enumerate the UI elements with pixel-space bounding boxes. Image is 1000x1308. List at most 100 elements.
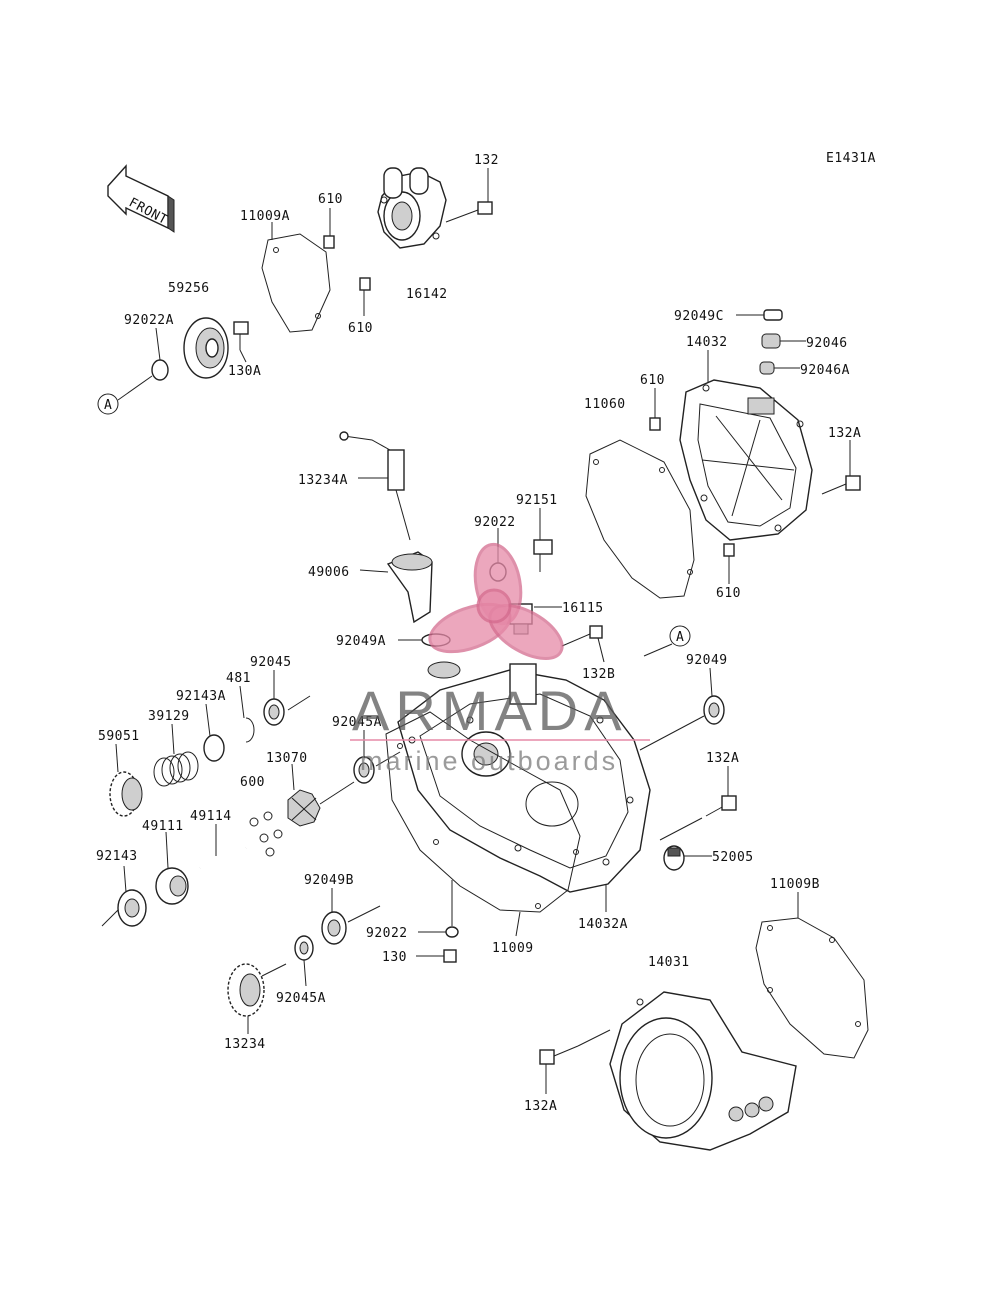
label-600: 600 bbox=[240, 775, 265, 790]
label-14031: 14031 bbox=[648, 955, 690, 970]
propeller-logo-icon bbox=[428, 542, 564, 660]
bearing-92045a-lower bbox=[294, 935, 314, 961]
watermark-brand: ARMADA bbox=[352, 679, 628, 742]
bolt-132 bbox=[445, 201, 493, 223]
label-132b: 132B bbox=[582, 667, 615, 682]
shaft-13234a bbox=[339, 431, 411, 541]
seal-92049c bbox=[763, 309, 783, 321]
gasket-11009a bbox=[261, 233, 331, 333]
collar-92046 bbox=[761, 333, 781, 349]
ref-marker-a-right-text: A bbox=[676, 630, 684, 645]
label-132a-bottom: 132A bbox=[524, 1099, 557, 1114]
bolt-130 bbox=[443, 949, 457, 963]
label-481: 481 bbox=[226, 671, 251, 686]
circlip-481 bbox=[245, 717, 255, 743]
bearing-92045a-upper bbox=[353, 756, 375, 784]
diagram-code: E1431A bbox=[826, 151, 876, 166]
label-92049b: 92049B bbox=[304, 873, 354, 888]
bolt-92151 bbox=[533, 539, 553, 572]
bolt-132a-bottom bbox=[539, 1045, 579, 1065]
bolt-130a bbox=[233, 321, 249, 350]
label-92049a: 92049A bbox=[336, 634, 386, 649]
label-39129: 39129 bbox=[148, 709, 190, 724]
spring-39129 bbox=[153, 751, 199, 787]
bolt-132a-top bbox=[821, 475, 861, 495]
collar-92046a bbox=[759, 361, 775, 375]
label-16142: 16142 bbox=[406, 287, 448, 302]
cover-14032 bbox=[679, 379, 813, 541]
part-49006 bbox=[386, 551, 433, 624]
washer-92022a bbox=[151, 359, 169, 381]
label-13234: 13234 bbox=[224, 1037, 266, 1052]
label-92049c: 92049C bbox=[674, 309, 724, 324]
ref-marker-a-left bbox=[97, 393, 119, 415]
gear-13234 bbox=[227, 963, 287, 1017]
label-92049: 92049 bbox=[686, 653, 728, 668]
label-610-right-lower: 610 bbox=[716, 586, 741, 601]
washer-92022-lower bbox=[445, 926, 459, 938]
label-59051: 59051 bbox=[98, 729, 140, 744]
label-92045a-upper: 92045A bbox=[332, 715, 382, 730]
bolt-132a-mid bbox=[705, 795, 737, 817]
label-59256: 59256 bbox=[168, 281, 210, 296]
label-610-upper: 610 bbox=[318, 192, 343, 207]
bearing-92049b bbox=[321, 911, 347, 945]
label-16115: 16115 bbox=[562, 601, 604, 616]
label-92046a: 92046A bbox=[800, 363, 850, 378]
label-92045a-lower: 92045A bbox=[276, 991, 326, 1006]
watermark-tagline: marine outboards bbox=[360, 746, 618, 776]
label-92022a: 92022A bbox=[124, 313, 174, 328]
front-arrow-icon: FRONT bbox=[107, 164, 175, 233]
dowel-610-right-upper bbox=[649, 417, 661, 431]
label-92045: 92045 bbox=[250, 655, 292, 670]
label-49114: 49114 bbox=[190, 809, 232, 824]
label-52005: 52005 bbox=[712, 850, 754, 865]
label-132a-mid: 132A bbox=[706, 751, 739, 766]
label-610-mid: 610 bbox=[348, 321, 373, 336]
label-11009: 11009 bbox=[492, 941, 534, 956]
label-14032: 14032 bbox=[686, 335, 728, 350]
label-49006: 49006 bbox=[308, 565, 350, 580]
label-130a: 130A bbox=[228, 364, 261, 379]
ref-marker-a-left-text: A bbox=[104, 398, 112, 413]
balls-600 bbox=[249, 811, 283, 857]
gasket-11060 bbox=[585, 439, 695, 599]
washer-92143a bbox=[203, 734, 225, 762]
label-92143: 92143 bbox=[96, 849, 138, 864]
watermark: ARMADA marine outboards bbox=[350, 542, 650, 776]
bearing-92045 bbox=[263, 698, 285, 726]
ref-marker-a-right bbox=[669, 625, 691, 647]
plug-52005 bbox=[663, 845, 685, 871]
label-92022-lower: 92022 bbox=[366, 926, 408, 941]
impeller-59256 bbox=[183, 317, 229, 379]
seal-92143 bbox=[117, 889, 147, 927]
pump-cover-16142 bbox=[377, 167, 447, 249]
label-14032a: 14032A bbox=[578, 917, 628, 932]
dowel-610-mid bbox=[359, 277, 371, 291]
label-130: 130 bbox=[382, 950, 407, 965]
label-49111: 49111 bbox=[142, 819, 184, 834]
generator-cover-14031 bbox=[609, 991, 797, 1151]
label-11009a: 11009A bbox=[240, 209, 290, 224]
label-13234a: 13234A bbox=[298, 473, 348, 488]
label-11060: 11060 bbox=[584, 397, 626, 412]
part-49111 bbox=[155, 867, 189, 905]
gasket-11009b bbox=[755, 917, 869, 1059]
dowel-610-right-lower bbox=[723, 543, 735, 557]
crankcase-cover-14032a bbox=[397, 661, 651, 893]
label-92022: 92022 bbox=[474, 515, 516, 530]
label-92151: 92151 bbox=[516, 493, 558, 508]
bearing-92049 bbox=[703, 695, 725, 725]
label-11009b: 11009B bbox=[770, 877, 820, 892]
label-92143a: 92143A bbox=[176, 689, 226, 704]
shaft-49114 bbox=[199, 847, 247, 869]
label-13070: 13070 bbox=[266, 751, 308, 766]
label-92046: 92046 bbox=[806, 336, 848, 351]
gear-59051 bbox=[109, 771, 143, 817]
part-13070 bbox=[287, 789, 321, 827]
label-132a-top: 132A bbox=[828, 426, 861, 441]
label-132: 132 bbox=[474, 153, 499, 168]
dowel-610-upper bbox=[323, 235, 335, 249]
bolt-132b bbox=[561, 625, 603, 647]
